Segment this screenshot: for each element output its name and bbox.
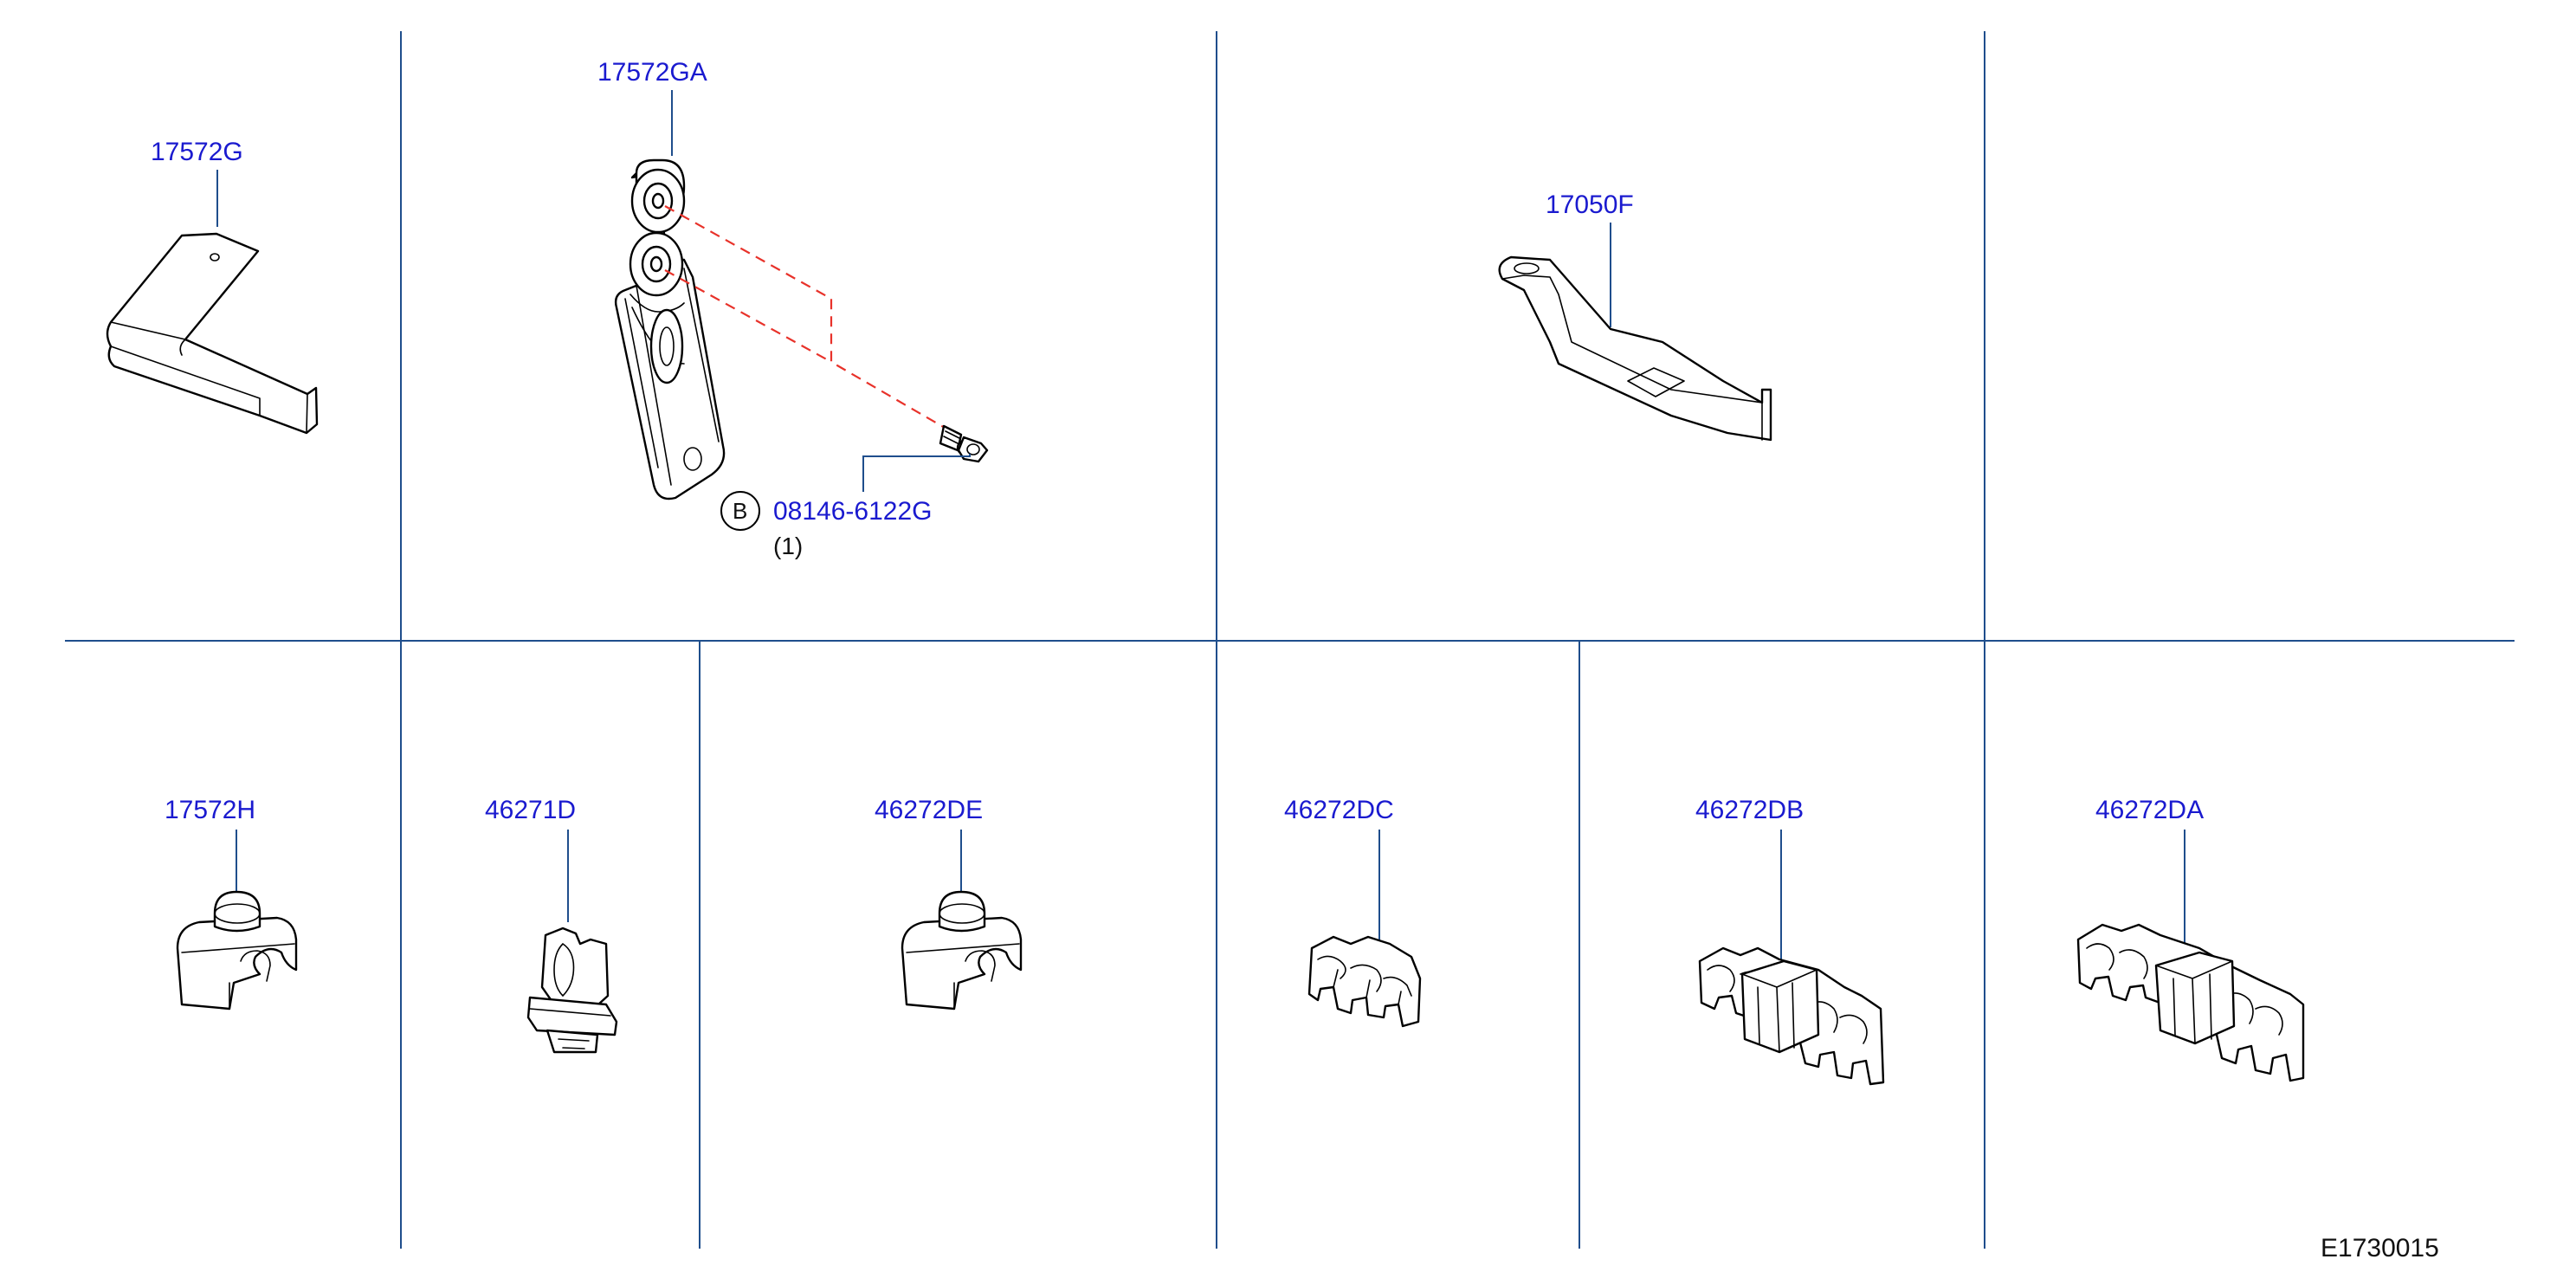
bolt-marker-circle bbox=[720, 491, 760, 531]
part-17572g[interactable]: 17572G bbox=[106, 138, 319, 435]
label-46272dc: 46272DC bbox=[1284, 796, 1394, 824]
part-17572h[interactable]: 17572H bbox=[165, 796, 298, 1011]
bolt-marker-letter: B bbox=[733, 498, 747, 524]
part-46272da[interactable]: 46272DA bbox=[2076, 796, 2305, 1082]
label-46272da: 46272DA bbox=[2095, 796, 2204, 824]
bracket-17572g-drawing bbox=[106, 232, 319, 435]
clip-46272db-drawing bbox=[1698, 946, 1885, 1086]
clip-46272dc-drawing bbox=[1307, 935, 1422, 1028]
part-17572ga[interactable]: 17572GA bbox=[597, 58, 962, 500]
fastener-alignment-line-lower bbox=[664, 269, 832, 363]
part-08146-6122g[interactable]: B 08146-6122G (1) bbox=[720, 424, 989, 559]
label-17572ga: 17572GA bbox=[597, 58, 707, 87]
label-46272de: 46272DE bbox=[875, 796, 983, 824]
label-17572h: 17572H bbox=[165, 796, 255, 824]
part-46272db[interactable]: 46272DB bbox=[1695, 796, 1885, 1086]
part-17050f[interactable]: 17050F bbox=[1498, 190, 1772, 442]
clip-17572h-drawing bbox=[176, 890, 298, 1011]
clip-46271d-drawing bbox=[526, 927, 618, 1054]
label-17572g: 17572G bbox=[151, 138, 243, 166]
bracket-17572ga-drawing bbox=[614, 158, 726, 500]
label-46271d: 46271D bbox=[485, 796, 576, 824]
label-46272db: 46272DB bbox=[1695, 796, 1804, 824]
grid-lines bbox=[65, 31, 2515, 1249]
fastener-alignment-line-upper bbox=[664, 205, 962, 438]
bolt-quantity: (1) bbox=[773, 533, 803, 559]
part-46272de[interactable]: 46272DE bbox=[875, 796, 1023, 1011]
label-17050f: 17050F bbox=[1546, 190, 1634, 219]
clip-46272de-drawing bbox=[901, 890, 1023, 1011]
diagram-reference-code: E1730015 bbox=[2321, 1234, 2439, 1262]
part-46271d[interactable]: 46271D bbox=[485, 796, 618, 1054]
clip-46272da-drawing bbox=[2076, 923, 2305, 1082]
label-08146-6122g: 08146-6122G bbox=[773, 497, 933, 526]
bolt-drawing bbox=[939, 424, 989, 463]
part-46272dc[interactable]: 46272DC bbox=[1284, 796, 1422, 1028]
bracket-17050f-drawing bbox=[1498, 255, 1772, 442]
